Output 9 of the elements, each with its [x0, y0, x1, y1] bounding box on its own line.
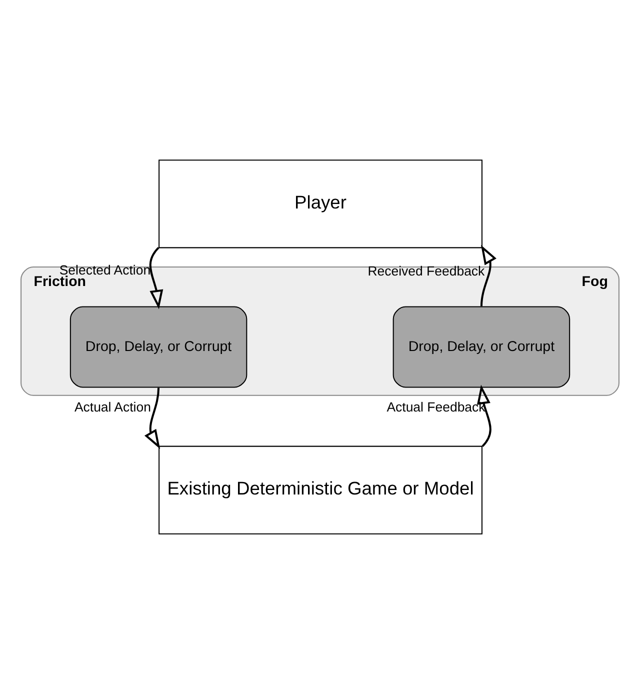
node-box: Existing Deterministic Game or Model: [158, 445, 482, 534]
arrow: [149, 246, 164, 309]
arrow: [144, 387, 160, 448]
arrow: [480, 244, 496, 306]
node-box: Drop, Delay, or Corrupt: [70, 306, 248, 388]
node-box: Player: [158, 159, 482, 248]
edge-label: Actual Action: [74, 399, 151, 414]
arrow: [476, 384, 492, 446]
node-box: Drop, Delay, or Corrupt: [392, 306, 570, 388]
